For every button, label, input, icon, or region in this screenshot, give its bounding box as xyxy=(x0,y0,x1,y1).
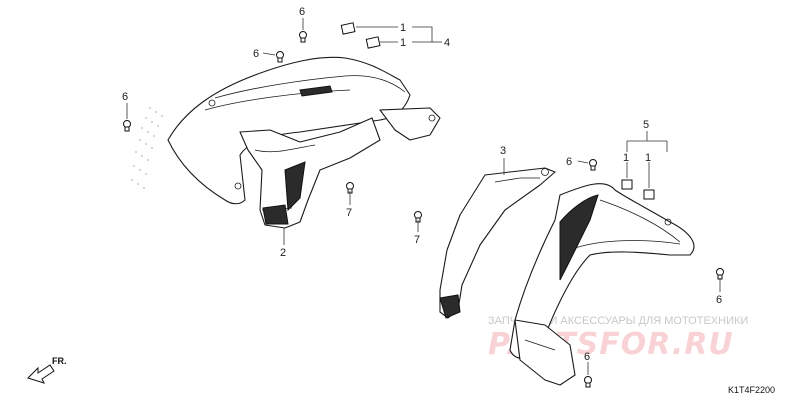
callout-label: 1 xyxy=(645,152,651,164)
front-label: FR. xyxy=(52,356,67,366)
callout-label: 4 xyxy=(444,37,450,49)
callout-label: 6 xyxy=(716,294,722,306)
left-cover-shading xyxy=(131,107,163,189)
callout-label: 6 xyxy=(566,156,572,168)
callout-label: 7 xyxy=(414,234,420,246)
bolt-icon xyxy=(584,376,592,388)
bolt-icon xyxy=(299,31,307,43)
watermark-tagline: ЗАПЧАСТИ И АКСЕССУАРЫ ДЛЯ МОТОТЕХНИКИ xyxy=(488,315,748,327)
right-side-cover xyxy=(439,167,695,386)
left-side-cover xyxy=(131,56,441,229)
callout-label: 7 xyxy=(346,207,352,219)
bolt-icon xyxy=(123,120,131,132)
clip-icon xyxy=(365,36,381,49)
diagram-code: K1T4F2200 xyxy=(728,385,775,395)
callout-label: 5 xyxy=(643,119,649,131)
callout-label: 1 xyxy=(623,152,629,164)
leader-lines xyxy=(126,18,721,375)
callout-label: 1 xyxy=(400,37,406,49)
clips xyxy=(340,22,655,200)
fasteners xyxy=(123,31,724,388)
callout-label: 1 xyxy=(400,22,406,34)
callout-labels: 6 6 6 1 1 4 7 2 3 6 7 5 1 1 6 6 xyxy=(122,6,722,363)
callout-label: 6 xyxy=(122,91,128,103)
clip-icon xyxy=(643,189,655,200)
callout-label: 6 xyxy=(584,351,590,363)
callout-label: 3 xyxy=(500,145,506,157)
callout-label: 6 xyxy=(299,6,305,18)
callout-label: 6 xyxy=(253,48,259,60)
bolt-icon xyxy=(589,159,597,171)
callout-label: 2 xyxy=(280,247,286,259)
bolt-icon xyxy=(276,51,284,63)
bolt-icon xyxy=(716,268,724,280)
clip-icon xyxy=(621,179,633,190)
clip-icon xyxy=(340,22,356,35)
front-direction-indicator: FR. xyxy=(27,356,67,384)
arrow-left-icon xyxy=(27,364,55,384)
